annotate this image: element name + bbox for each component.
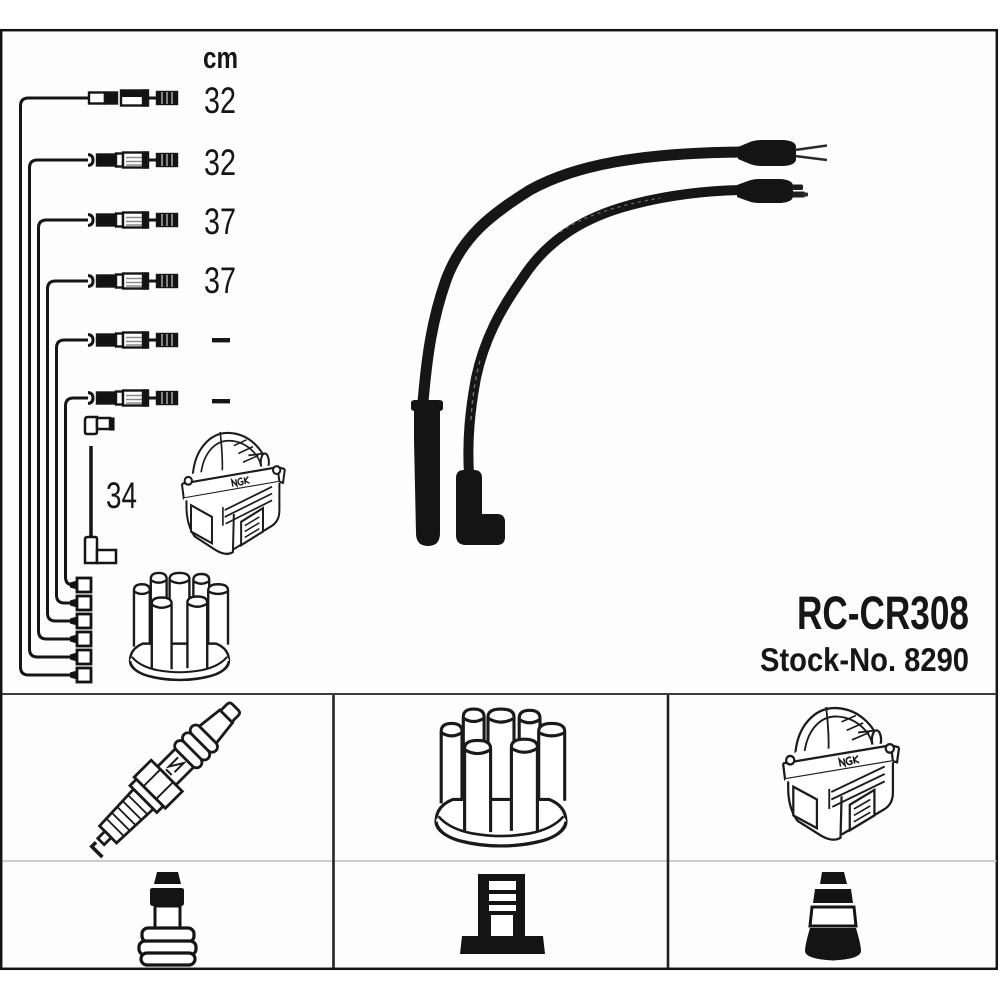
svg-text:Stock-No. 8290: Stock-No. 8290 <box>760 641 969 678</box>
svg-text:cm: cm <box>203 42 238 75</box>
svg-text:32: 32 <box>204 80 236 121</box>
svg-text:34: 34 <box>106 475 137 516</box>
svg-text:37: 37 <box>204 201 236 242</box>
svg-text:32: 32 <box>204 142 236 183</box>
svg-text:37: 37 <box>204 260 236 301</box>
svg-text:RC-CR308: RC-CR308 <box>797 586 969 639</box>
